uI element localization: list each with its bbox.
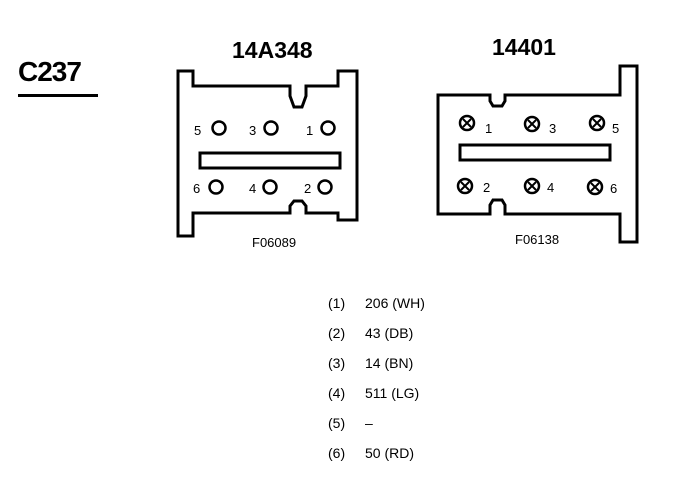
right-pin-label: 4: [547, 180, 554, 195]
connector-id-label: C237: [18, 56, 82, 87]
left-pin-label: 6: [193, 181, 200, 196]
connector-id-underline: [18, 94, 98, 97]
right-pin-4-symbol: [523, 177, 541, 195]
right-pin-3-symbol: [523, 115, 541, 133]
right-pin-label: 2: [483, 180, 490, 195]
legend-circuit: 14 (BN): [365, 355, 414, 371]
legend-pin: (5): [328, 415, 346, 431]
right-pin-label: 6: [610, 181, 617, 196]
left-pin-label: 3: [249, 123, 256, 138]
left-pin-2-circle: [317, 179, 333, 195]
right-connector-body: [436, 64, 639, 244]
left-pin-label: 1: [306, 123, 313, 138]
right-pin-2-symbol: [456, 177, 474, 195]
left-pin-4-circle: [262, 179, 278, 195]
left-figure-code: F06089: [252, 235, 297, 250]
legend-pin: (3): [328, 355, 346, 371]
right-connector-center-bar: [458, 143, 612, 162]
legend-pin: (6): [328, 445, 346, 461]
right-pin-label: 3: [549, 121, 556, 136]
right-pin-5-symbol: [588, 114, 606, 132]
left-connector-center-bar: [198, 151, 342, 170]
right-pin-label: 1: [485, 121, 492, 136]
legend-circuit: 50 (RD): [365, 445, 415, 461]
legend-pin: (4): [328, 385, 346, 401]
right-figure-code: F06138: [515, 232, 560, 247]
legend-circuit: 206 (WH): [365, 295, 425, 311]
left-pin-3-circle: [263, 120, 279, 136]
left-connector-part-number: 14A348: [232, 37, 313, 63]
left-pin-label: 5: [194, 123, 201, 138]
legend-circuit: 43 (DB): [365, 325, 414, 341]
left-pin-5-circle: [211, 120, 227, 136]
left-connector-body: [176, 69, 359, 238]
legend-pin: (1): [328, 295, 346, 311]
right-pin-label: 5: [612, 121, 619, 136]
legend-circuit: –: [365, 415, 373, 431]
legend-circuit: 511 (LG): [365, 385, 420, 401]
left-pin-1-circle: [320, 120, 336, 136]
left-pin-label: 2: [304, 181, 311, 196]
left-pin-6-circle: [208, 179, 224, 195]
legend-pin: (2): [328, 325, 346, 341]
left-pin-label: 4: [249, 181, 256, 196]
right-connector-part-number: 14401: [492, 34, 556, 60]
right-pin-1-symbol: [458, 114, 476, 132]
right-pin-6-symbol: [586, 178, 604, 196]
